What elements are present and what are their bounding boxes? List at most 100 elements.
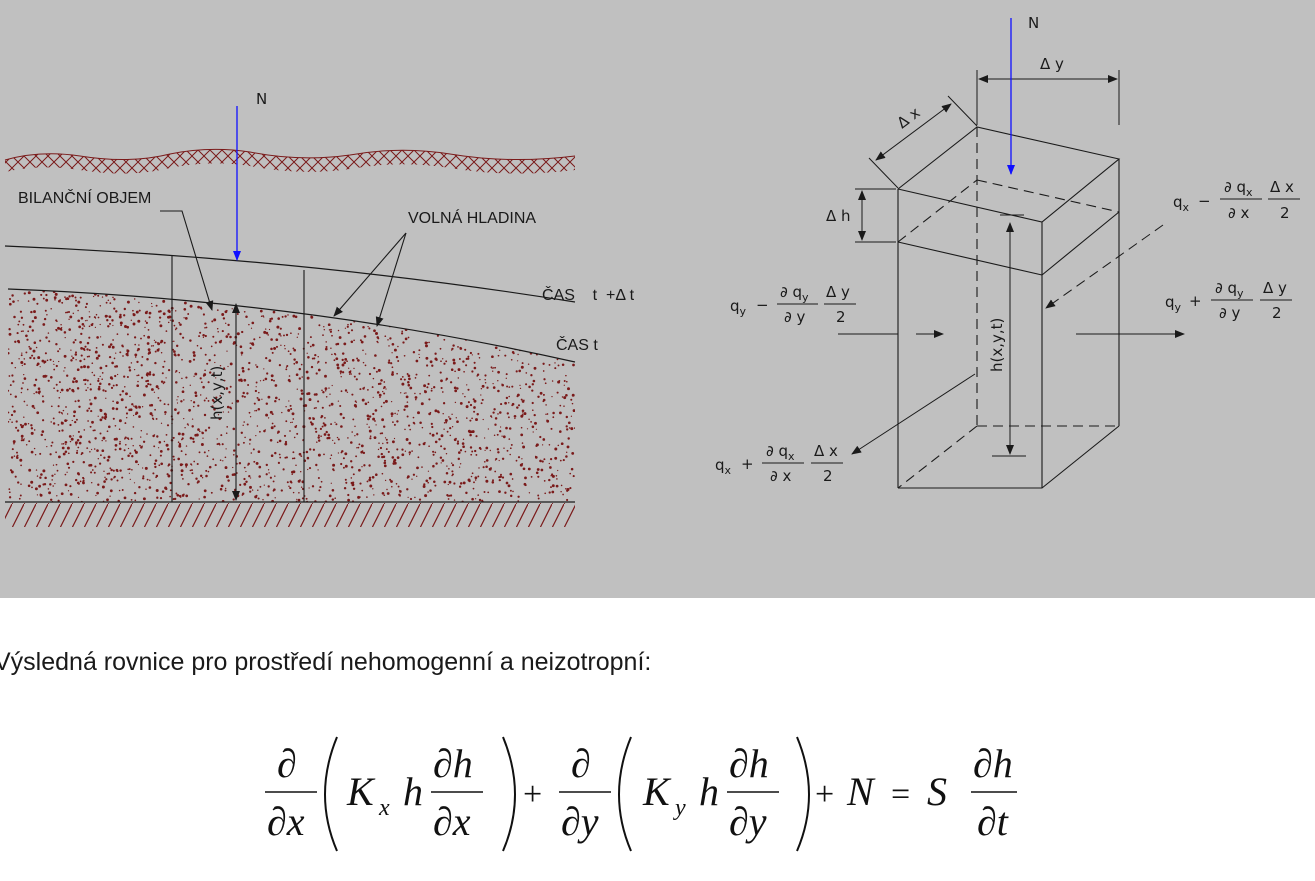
soil-speck [304,404,308,407]
soil-speck [292,314,296,318]
soil-speck [223,379,226,382]
soil-speck [269,303,273,307]
soil-speck [152,472,155,475]
soil-speck [475,453,478,456]
soil-speck [376,336,379,339]
soil-speck [381,455,384,459]
soil-speck [68,435,72,438]
soil-speck [94,317,97,319]
soil-speck [36,302,39,305]
soil-speck [409,497,413,501]
soil-speck [471,472,474,475]
soil-speck [459,463,462,465]
soil-speck [54,292,58,296]
soil-speck [445,379,447,381]
soil-speck [40,433,44,437]
soil-speck [466,417,468,419]
soil-speck [477,475,480,478]
svg-text:qy: qy [730,297,747,318]
soil-speck [331,384,333,387]
soil-speck [114,424,117,427]
soil-speck [123,307,127,311]
soil-speck [20,434,24,438]
soil-speck [175,344,179,348]
soil-speck [491,367,493,369]
soil-speck [500,314,504,317]
soil-speck [32,349,36,353]
soil-speck [566,489,569,492]
soil-speck [474,449,477,453]
soil-speck [208,450,210,452]
soil-speck [389,478,392,481]
soil-speck [73,377,76,380]
soil-speck [409,428,412,431]
soil-speck [224,456,227,459]
soil-speck [515,341,517,344]
soil-speck [47,289,50,290]
soil-speck [492,367,495,369]
soil-speck [405,392,407,394]
soil-speck [119,351,122,354]
soil-speck [290,421,292,424]
soil-speck [465,491,468,495]
soil-speck [440,285,443,288]
soil-speck [324,361,327,364]
soil-speck [552,411,555,415]
svg-text:∂y: ∂y [729,799,767,844]
soil-speck [265,402,269,405]
soil-speck [111,407,115,410]
soil-speck [275,345,279,348]
soil-speck [333,359,336,362]
soil-speck [48,491,52,495]
soil-speck [258,391,260,394]
svg-text:∂x: ∂x [267,799,305,844]
soil-speck [294,425,297,429]
soil-speck [220,484,224,488]
soil-speck [431,387,433,390]
soil-speck [406,476,409,479]
soil-speck [323,329,325,331]
soil-speck [532,431,534,433]
soil-speck [480,304,482,307]
soil-speck [392,421,394,423]
soil-speck [75,351,77,354]
soil-speck [83,358,86,361]
soil-speck [219,364,222,367]
soil-speck [357,446,360,449]
soil-speck [44,352,47,355]
soil-speck [458,485,462,488]
soil-speck [210,345,213,348]
soil-speck [440,434,444,438]
soil-speck [79,286,82,289]
soil-speck [183,301,187,305]
soil-speck [149,371,152,374]
soil-speck [204,334,207,338]
svg-text:S: S [927,769,947,814]
soil-speck [526,326,529,328]
soil-speck [436,298,439,301]
soil-speck [240,431,243,434]
soil-speck [217,331,219,333]
soil-speck [530,475,533,478]
soil-speck [88,336,91,339]
soil-speck [216,438,218,440]
soil-speck [464,348,467,351]
soil-speck [439,347,442,350]
soil-speck [361,308,364,311]
soil-speck [428,412,431,416]
soil-speck [513,303,516,306]
soil-speck [89,425,92,428]
soil-speck [391,440,395,444]
soil-speck [274,497,276,499]
soil-speck [49,358,52,361]
soil-speck [125,392,128,396]
soil-speck [414,377,417,379]
soil-speck [566,445,570,449]
soil-speck [550,322,553,324]
soil-speck [359,339,362,342]
soil-speck [257,450,261,454]
soil-speck [296,388,298,390]
svg-text:=: = [891,776,910,813]
soil-speck [385,448,388,451]
soil-speck [17,323,20,326]
